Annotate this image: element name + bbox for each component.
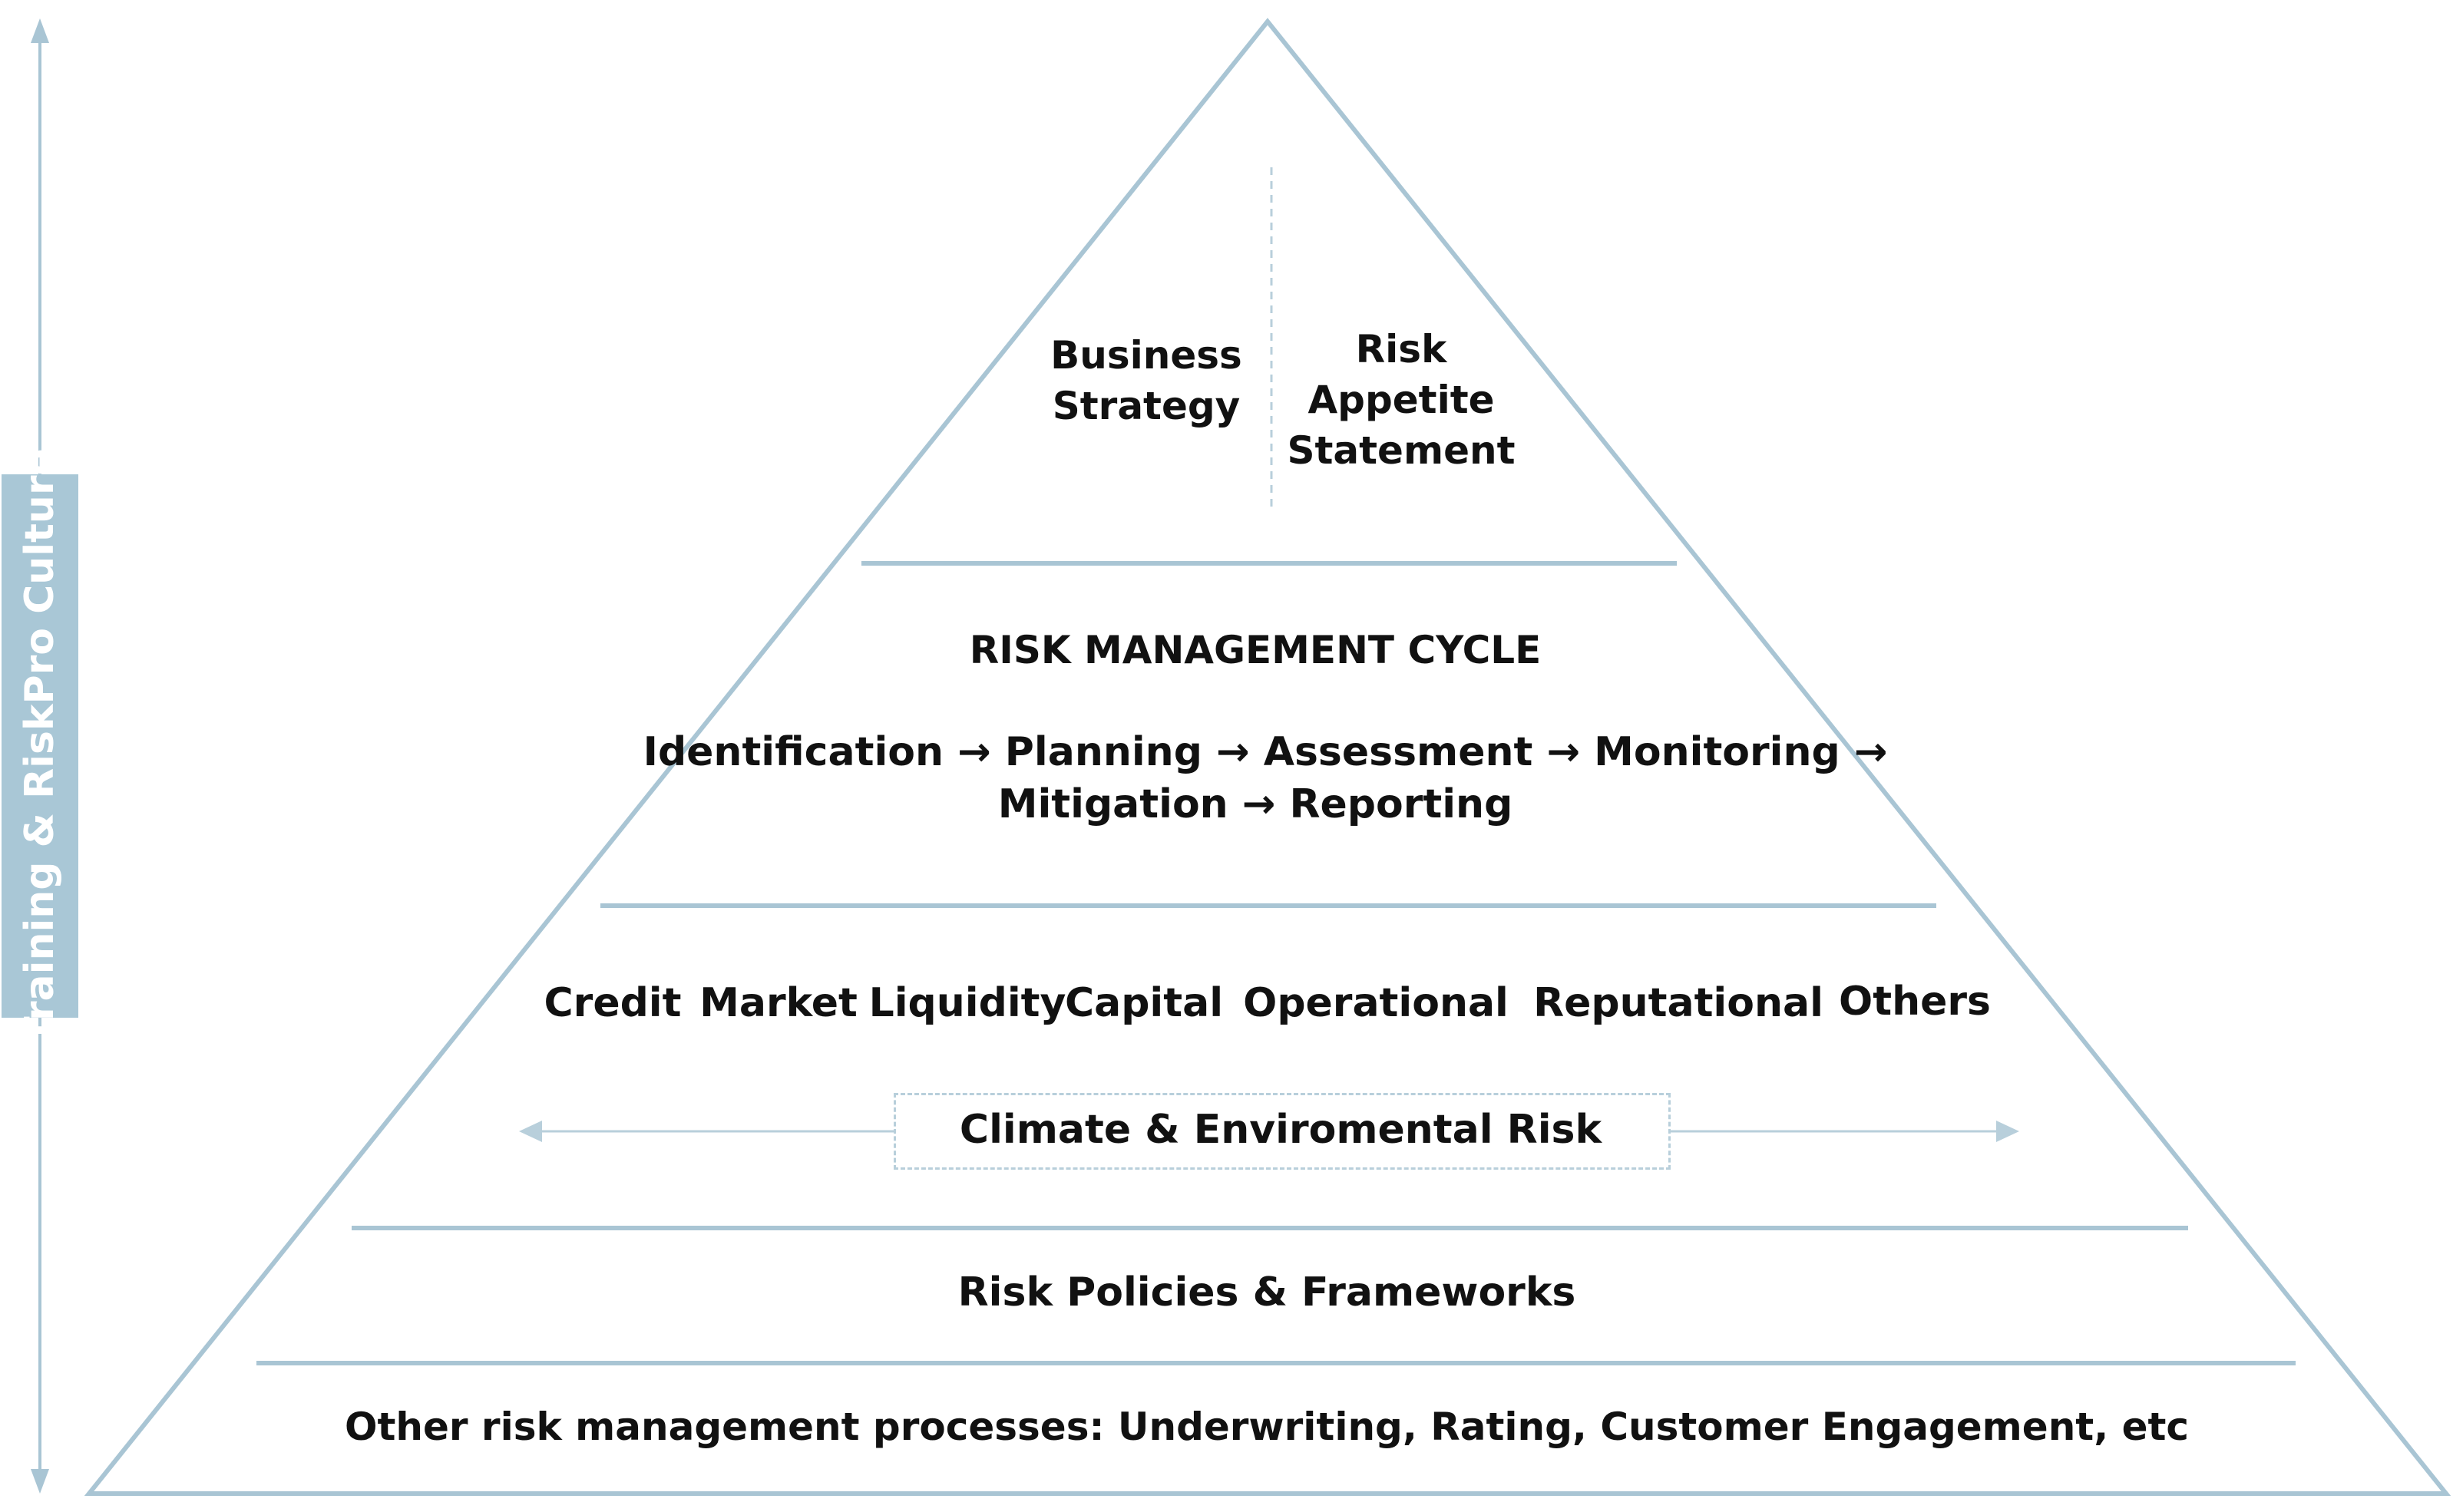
risk-appetite-line: Statement <box>1287 428 1516 473</box>
category-liquidity: Liquidity <box>868 980 1066 1026</box>
side-arrow-up-head <box>31 18 49 43</box>
other-processes-label: Other risk management processes: Underwr… <box>344 1405 2190 1449</box>
climate-arrow-left-head <box>519 1121 542 1142</box>
business-strategy-line: Business <box>1050 333 1242 378</box>
business-strategy-line: Strategy <box>1052 384 1241 428</box>
climate-arrow-right-head <box>1996 1121 2019 1142</box>
risk-appetite-label: Risk Appetite Statement <box>1288 324 1516 476</box>
business-strategy-label: Business Strategy <box>1050 330 1242 431</box>
category-market: Market <box>699 980 858 1026</box>
cycle-steps-line-1: Identification → Planning → Assessment →… <box>643 729 1888 775</box>
category-credit: Credit <box>544 980 682 1026</box>
side-arrow-down-head <box>31 1469 49 1494</box>
risk-appetite-line: Risk <box>1355 327 1447 371</box>
category-capital: Capital <box>1064 980 1224 1026</box>
pyramid-outline <box>84 18 2451 1496</box>
climate-risk-label: Climate & Enviromental Risk <box>959 1107 1602 1153</box>
category-others: Others <box>1839 979 1991 1025</box>
risk-appetite-line: Appetite <box>1307 378 1495 422</box>
category-operational: Operational <box>1243 980 1509 1026</box>
side-label-box <box>2 474 78 1018</box>
cycle-steps-line-2: Mitigation → Reporting <box>997 781 1513 827</box>
category-reputational: Reputational <box>1533 980 1823 1026</box>
cycle-title: RISK MANAGEMENT CYCLE <box>969 628 1542 672</box>
climate-risk-box <box>894 1093 1671 1170</box>
side-label: Training & RiskPro Culture <box>17 448 63 1044</box>
risk-policies-label: Risk Policies & Frameworks <box>957 1269 1576 1316</box>
